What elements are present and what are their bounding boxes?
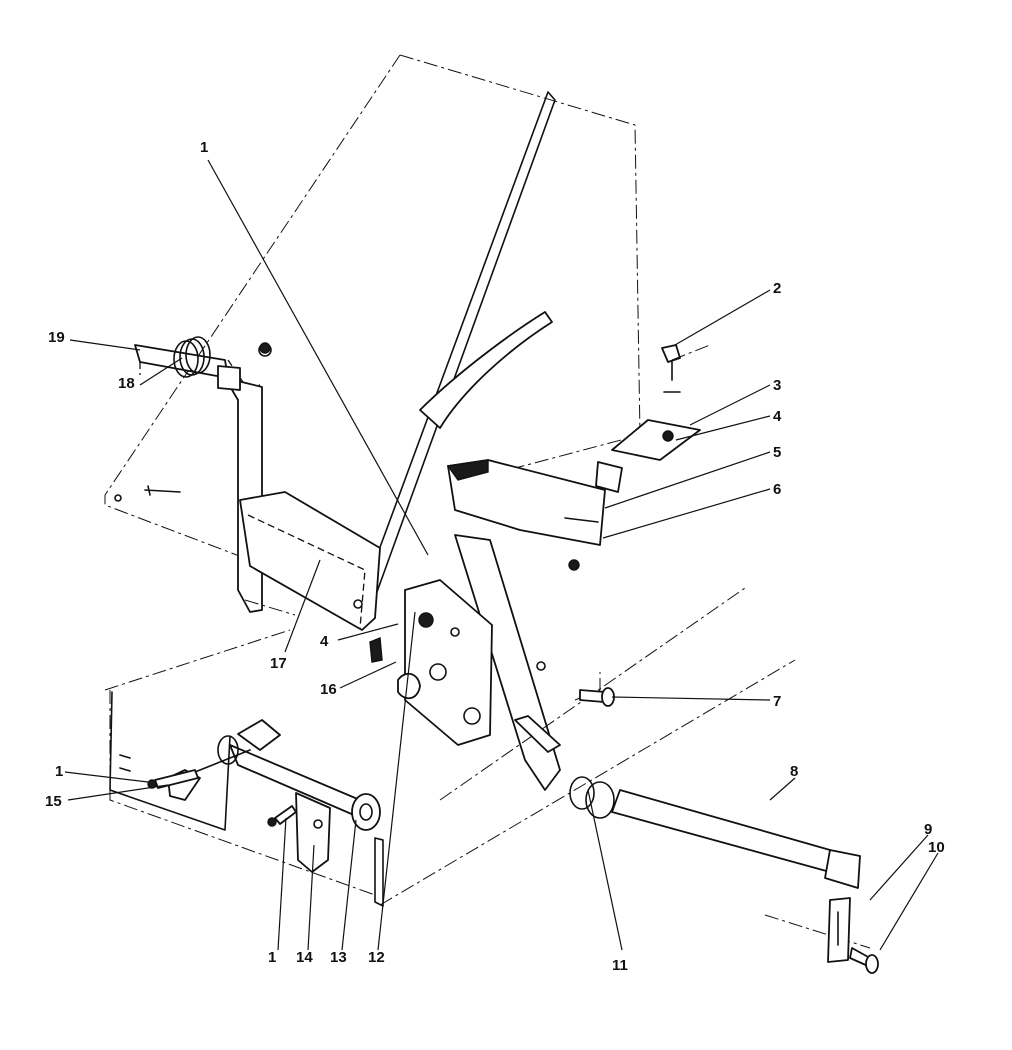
callout-labels: 1 2 3 4 5 6 7 8 9 10 11 12 13 14 15 16 1…: [45, 139, 945, 974]
callout-6: 6: [773, 481, 781, 498]
callout-2: 2: [773, 280, 781, 297]
callout-14: 14: [296, 949, 313, 966]
callout-10: 10: [928, 839, 945, 856]
callout-1-top: 1: [200, 139, 208, 156]
torsion-spring: [173, 336, 241, 391]
callout-1-bottom: 1: [268, 949, 276, 966]
callout-4-right: 4: [773, 408, 782, 425]
control-handle: [419, 311, 606, 546]
link-plate: [397, 579, 493, 746]
top-fasteners: [568, 344, 711, 571]
callout-8: 8: [790, 763, 798, 780]
callout-13: 13: [330, 949, 347, 966]
pivot-shaft: [167, 719, 381, 873]
leader-lines: [64, 159, 939, 951]
callout-16: 16: [320, 681, 337, 698]
callout-12: 12: [368, 949, 385, 966]
bolts: [147, 637, 615, 827]
callout-9: 9: [924, 821, 932, 838]
end-clip: [764, 897, 879, 974]
callout-11: 11: [612, 957, 628, 974]
callout-3: 3: [773, 377, 781, 394]
callout-1-left: 1: [55, 763, 63, 780]
callout-15: 15: [45, 793, 62, 810]
callout-17: 17: [270, 655, 287, 672]
upper-panel: [104, 54, 641, 626]
callout-18: 18: [118, 375, 135, 392]
callout-7: 7: [773, 693, 781, 710]
side-plate: [239, 342, 381, 631]
callout-19: 19: [48, 329, 65, 346]
main-rod: [514, 715, 861, 889]
callout-4-left: 4: [320, 633, 329, 650]
callout-5: 5: [773, 444, 781, 461]
